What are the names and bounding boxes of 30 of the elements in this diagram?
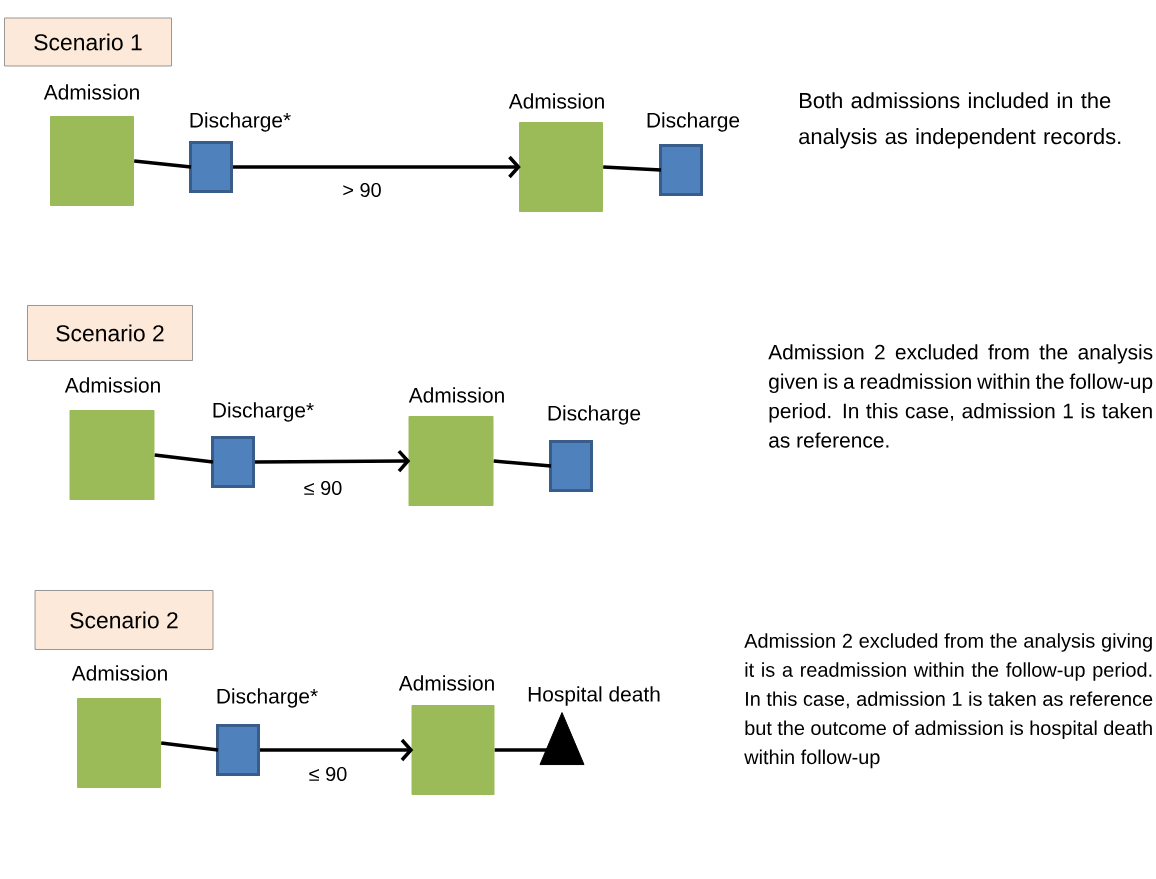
edge-label: > 90 bbox=[343, 182, 381, 198]
node-label: Admission bbox=[64, 377, 160, 393]
connector-line bbox=[134, 159, 192, 169]
node-label: Admission bbox=[408, 387, 504, 403]
description-text: Admission 2 excluded from the analysis given is a readmission within the follow-up period. In this case, admission 1 is taken as reference. bbox=[768, 344, 1153, 448]
node-label: Hospital death bbox=[528, 686, 660, 706]
node-label: Discharge* bbox=[213, 402, 314, 422]
node-label: Admission bbox=[71, 665, 167, 681]
node-label: Discharge bbox=[647, 112, 740, 132]
connector-line bbox=[493, 459, 552, 468]
node-label: Admission bbox=[398, 675, 494, 691]
connector-line bbox=[494, 748, 548, 752]
description-text: Admission 2 excluded from the analysis giving it is a readmission within the follow-up period. In this case, admission 1 is taken as reference but the outcome of admission is hospital death within follow-up bbox=[744, 633, 1153, 769]
connector-line bbox=[154, 453, 214, 464]
edge-label: ≤ 90 bbox=[304, 480, 342, 496]
node-label: Admission bbox=[508, 93, 604, 109]
arrow bbox=[233, 155, 521, 179]
scenario-box: Scenario 1 bbox=[4, 17, 172, 67]
scenario-box: Scenario 2 bbox=[34, 590, 214, 650]
scenario-box: Scenario 2 bbox=[27, 305, 193, 361]
edge-label: ≤ 90 bbox=[309, 766, 347, 782]
node-label: Admission bbox=[43, 84, 139, 100]
node-label: Discharge* bbox=[190, 112, 291, 132]
node-label: Discharge bbox=[548, 405, 641, 425]
node-label: Discharge* bbox=[217, 688, 318, 708]
arrow bbox=[260, 738, 414, 762]
arrow bbox=[255, 449, 411, 473]
connector-line bbox=[603, 165, 662, 172]
description-text: Both admissions included in the analysis as independent records. bbox=[799, 92, 1121, 149]
connector-line bbox=[161, 741, 219, 752]
